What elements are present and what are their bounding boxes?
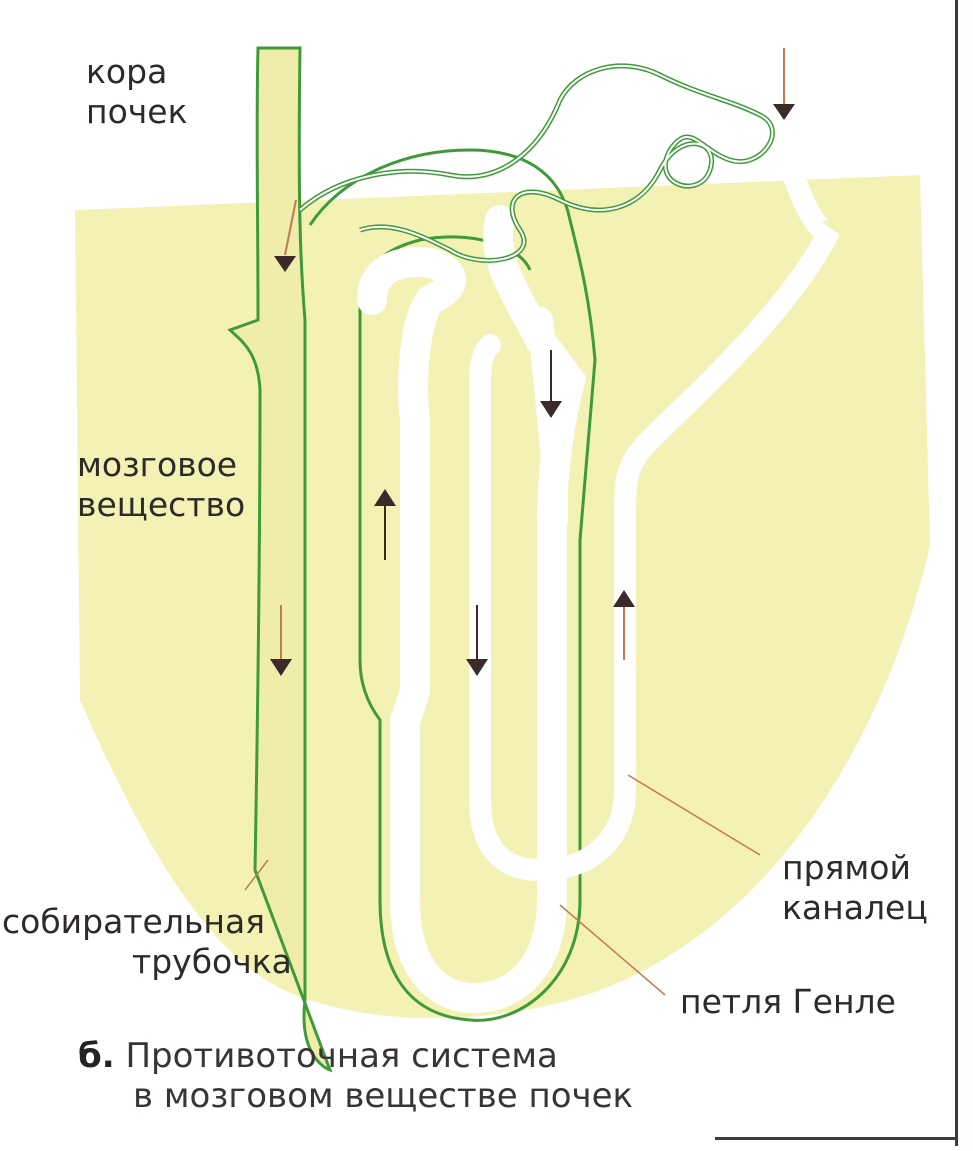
figure-caption-line2: в мозговом веществе почек bbox=[133, 1075, 633, 1117]
figure-caption-line1: б. Противоточная система bbox=[78, 1035, 558, 1077]
figure-number: б. bbox=[78, 1036, 115, 1076]
label-loop-of-henle: петля Генле bbox=[680, 982, 896, 1022]
label-vasa-recta-line1: прямой bbox=[782, 848, 911, 888]
label-collecting-duct-line1: собирательная bbox=[2, 902, 265, 942]
page-edge-bottom bbox=[715, 1137, 955, 1140]
descending-limb bbox=[540, 320, 555, 520]
label-medulla-line2: вещество bbox=[77, 485, 245, 525]
caption-text-line1: Противоточная система bbox=[125, 1036, 557, 1076]
label-cortex-line1: кора bbox=[86, 52, 167, 92]
label-vasa-recta-line2: каналец bbox=[782, 888, 928, 928]
page-edge-right bbox=[955, 0, 973, 1146]
label-collecting-duct-line2: трубочка bbox=[132, 942, 292, 982]
cortex-region bbox=[75, 0, 955, 210]
label-cortex-line2: почек bbox=[86, 92, 188, 132]
label-medulla-line1: мозговое bbox=[77, 445, 237, 485]
